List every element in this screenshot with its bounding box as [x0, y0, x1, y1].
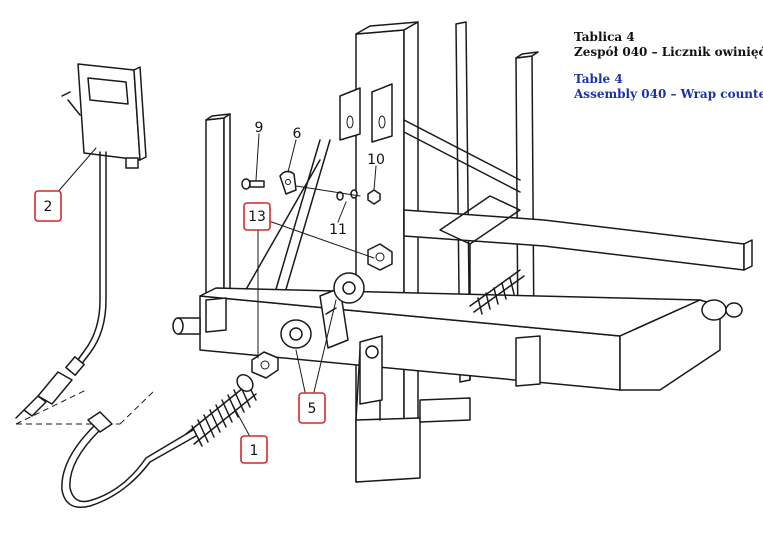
machine-frame [172, 21, 753, 483]
sensor-spring [185, 374, 257, 447]
wrap-counter-device [61, 63, 147, 169]
label-part-10: 10 [367, 152, 385, 168]
title-pl-line2: Zespół 040 – Licznik owinięć [574, 45, 763, 59]
washer-large [333, 272, 365, 304]
svg-text:1: 1 [250, 443, 259, 459]
callout-part-2: 2 [34, 190, 62, 222]
nut-upper [367, 243, 393, 271]
label-part-6: 6 [293, 126, 302, 142]
title-en-line2: Assembly 040 – Wrap counter [573, 87, 763, 101]
label-part-9: 9 [255, 120, 264, 136]
dashed-guide [15, 389, 156, 425]
title-pl-line1: Tablica 4 [574, 30, 635, 44]
svg-text:13: 13 [248, 209, 266, 225]
svg-text:5: 5 [308, 401, 317, 417]
bolt-9 [241, 178, 265, 190]
nut-lower [251, 351, 279, 379]
callout-part-13: 13 [243, 202, 271, 231]
counter-cable [15, 151, 107, 419]
bracket-6 [279, 170, 297, 195]
svg-text:2: 2 [44, 199, 53, 215]
sensor-cable [61, 411, 197, 508]
washer-small [280, 319, 312, 349]
nut-10 [367, 189, 381, 205]
pin-11 [295, 185, 361, 201]
leader-lines [55, 133, 377, 445]
title-en-line1: Table 4 [574, 72, 623, 86]
callout-part-5: 5 [298, 392, 326, 424]
label-part-11: 11 [329, 222, 347, 238]
callout-part-1: 1 [240, 435, 268, 464]
